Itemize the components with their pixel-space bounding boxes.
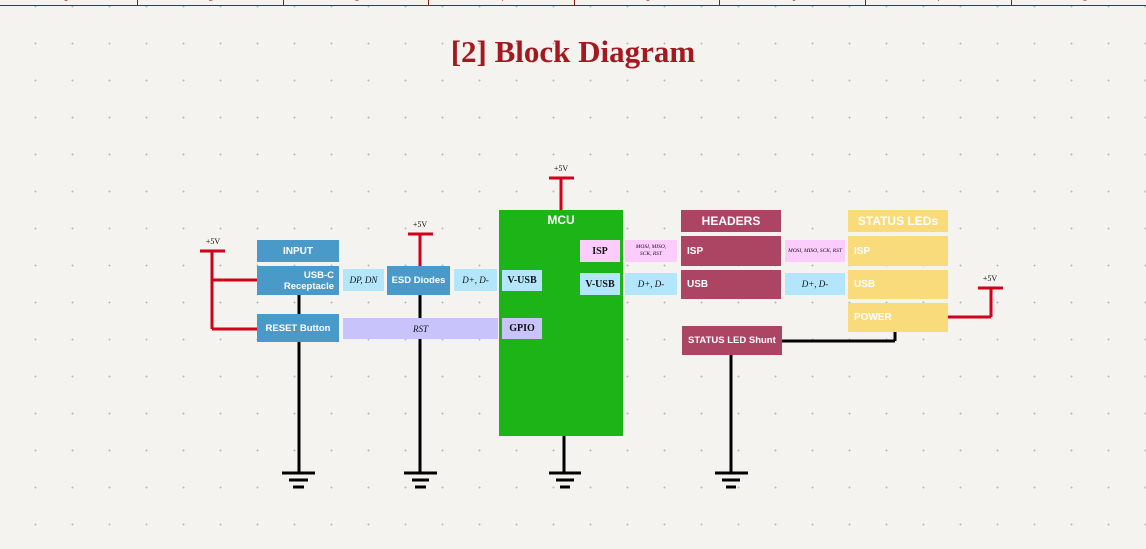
- ruler-divider: [865, 0, 866, 5]
- reset-button-block[interactable]: RESET Button: [257, 314, 339, 342]
- column-marker: 6: [792, 0, 796, 3]
- power-symbol-mcu: [549, 176, 574, 210]
- column-marker: 2: [209, 0, 213, 3]
- power-label-input: +5V: [205, 237, 221, 246]
- status-led-isp-block[interactable]: ISP: [848, 236, 948, 266]
- status-led-usb-block[interactable]: USB: [848, 270, 948, 299]
- status-led-shunt-block[interactable]: STATUS LED Shunt: [682, 326, 782, 355]
- mcu-port-vusb-left[interactable]: V-USB: [502, 270, 542, 291]
- net-label-isp-bus-hdr: MOSI, MISO, SCK, RST: [785, 240, 845, 262]
- net-label-rst: RST: [343, 318, 498, 339]
- headers-title-block[interactable]: HEADERS: [681, 210, 781, 232]
- mcu-port-vusb-right[interactable]: V-USB: [580, 273, 620, 295]
- power-label-status: +5V: [982, 274, 998, 283]
- net-label-usb-bus-mcu: D+, D-: [625, 273, 677, 295]
- ruler-divider: [428, 0, 429, 5]
- power-label-mcu: +5V: [553, 164, 569, 173]
- sheet-border-ruler: 1 2 3 4 5 6 7 8: [0, 0, 1146, 6]
- headers-usb-block[interactable]: USB: [681, 270, 781, 299]
- ground-symbol-input: [282, 295, 315, 489]
- net-label-usb-bus-hdr: D+, D-: [785, 273, 845, 295]
- net-label-esd-out: D+, D-: [454, 269, 497, 291]
- column-marker: 3: [355, 0, 359, 3]
- mcu-port-isp[interactable]: ISP: [580, 240, 620, 262]
- power-symbol-input: [200, 249, 258, 331]
- power-label-esd: +5V: [412, 220, 428, 229]
- power-symbol-esd: [408, 232, 433, 266]
- headers-isp-block[interactable]: ISP: [681, 236, 781, 266]
- ground-symbol-shunt: [715, 355, 748, 489]
- ruler-divider: [574, 0, 575, 5]
- shunt-wire: [782, 332, 897, 343]
- esd-diodes-block[interactable]: ESD Diodes: [387, 266, 450, 295]
- ruler-divider: [1011, 0, 1012, 5]
- column-marker: 8: [1083, 0, 1087, 3]
- ruler-divider: [137, 0, 138, 5]
- input-header-block[interactable]: INPUT: [257, 240, 339, 262]
- status-leds-title-block[interactable]: STATUS LEDs: [848, 210, 948, 232]
- sheet-title: [2] Block Diagram: [450, 34, 696, 69]
- net-label-isp-bus-mcu: MOSI, MISO, SCK, RST: [625, 240, 677, 262]
- net-label-dp-dn: DP, DN: [343, 269, 384, 291]
- ruler-divider: [283, 0, 284, 5]
- ground-symbol-mcu: [549, 436, 581, 489]
- power-symbol-status: [947, 286, 1003, 319]
- status-led-power-block[interactable]: POWER: [848, 303, 948, 332]
- usb-c-receptacle-block[interactable]: USB-C Receptacle: [257, 266, 339, 295]
- column-marker: 4: [500, 0, 504, 3]
- column-marker: 7: [937, 0, 941, 3]
- mcu-port-gpio[interactable]: GPIO: [502, 318, 542, 339]
- column-marker: 5: [646, 0, 650, 3]
- column-marker: 1: [64, 0, 68, 3]
- ruler-divider: [719, 0, 720, 5]
- mcu-title: MCU: [547, 213, 575, 227]
